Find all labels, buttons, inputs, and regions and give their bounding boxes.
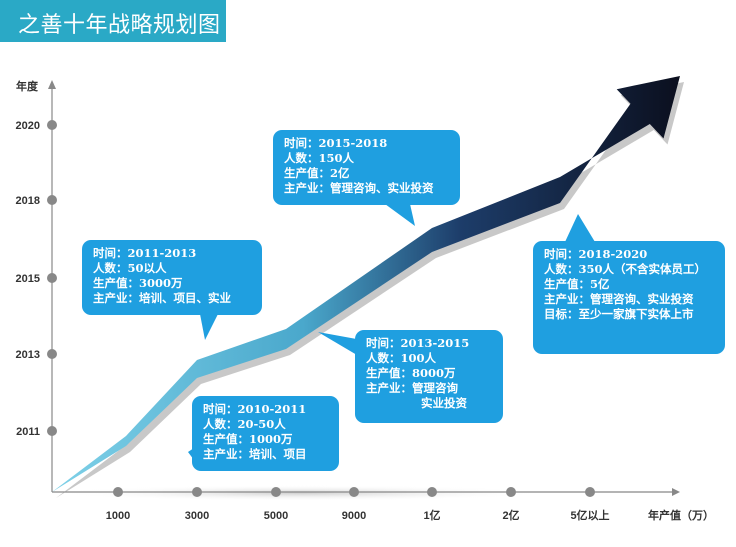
callout-text-line: 实业投资	[421, 396, 467, 410]
callout-background	[82, 240, 262, 315]
y-axis-arrowhead	[48, 80, 56, 89]
y-axis-title: 年度	[16, 79, 39, 93]
callout-text-line: 时间：2010-2011	[203, 402, 306, 416]
x-tick-label: 9000	[342, 510, 366, 522]
callout-text-line: 目标：至少一家旗下实体上市	[544, 307, 694, 321]
callout-background	[533, 241, 725, 354]
x-tick-label: 1亿	[423, 508, 440, 522]
y-tick-dot	[47, 273, 57, 283]
x-tick-dot	[349, 487, 359, 497]
x-tick-dot	[506, 487, 516, 497]
x-tick-dot	[271, 487, 281, 497]
callout-text-line: 主产业：培训、项目、实业	[93, 291, 231, 305]
page-title: 之善十年战略规划图	[18, 13, 221, 38]
callout-box: 时间：2018-2020人数：350人（不含实体员工）生产值：5亿主产业：管理咨…	[533, 214, 725, 354]
callout-text-line: 主产业：管理咨询、实业投资	[284, 181, 434, 195]
callout-text-line: 时间：2013-2015	[366, 336, 469, 350]
callout-text-line: 人数：50以人	[93, 261, 167, 275]
callout-text-line: 人数：150人	[284, 151, 355, 165]
y-tick-label: 2018	[16, 195, 40, 207]
callout-pointer	[385, 204, 415, 226]
y-tick-dot	[47, 349, 57, 359]
callout-background	[192, 396, 339, 471]
x-axis-arrowhead	[672, 488, 680, 496]
callout-text-line: 主产业：培训、项目	[203, 447, 307, 461]
y-tick-label: 2013	[16, 349, 40, 361]
floor-shadow	[50, 485, 550, 501]
y-tick-label: 2011	[16, 426, 40, 438]
callout-text-line: 生产值：2亿	[284, 166, 350, 180]
y-tick-label: 2015	[16, 273, 40, 285]
callout-pointer	[200, 314, 218, 340]
callout-text-line: 生产值：5亿	[544, 277, 610, 291]
callout-text-line: 主产业：管理咨询	[366, 381, 458, 395]
x-tick-dot	[192, 487, 202, 497]
x-tick-label: 5000	[264, 510, 288, 522]
x-tick-label: 1000	[106, 510, 130, 522]
callout-background	[355, 330, 503, 423]
x-tick-dot	[427, 487, 437, 497]
y-tick-dot	[47, 120, 57, 130]
x-tick-dot	[585, 487, 595, 497]
x-tick-dot	[113, 487, 123, 497]
x-tick-label: 3000	[185, 510, 209, 522]
callout-pointer	[318, 332, 362, 358]
x-tick-label: 2亿	[502, 508, 519, 522]
callout-text-line: 人数：100人	[366, 351, 437, 365]
trend-arrow	[52, 76, 680, 492]
callout-text-line: 主产业：管理咨询、实业投资	[544, 292, 694, 306]
callout-text-line: 生产值：3000万	[93, 276, 183, 290]
y-tick-label: 2020	[16, 120, 40, 132]
callout-text-line: 生产值：8000万	[366, 366, 456, 380]
title-bar: 之善十年战略规划图	[0, 0, 226, 42]
callout-text-line: 人数：350人（不含实体员工）	[544, 262, 706, 276]
y-tick-dot	[47, 195, 57, 205]
callout-text-line: 人数：20-50人	[203, 417, 286, 431]
callout-pointer	[565, 214, 595, 242]
x-tick-label: 5亿以上	[570, 508, 609, 522]
callout-text-line: 时间：2011-2013	[93, 246, 196, 260]
y-tick-dot	[47, 426, 57, 436]
callout-text-line: 时间：2018-2020	[544, 247, 647, 261]
callout-text-line: 时间：2015-2018	[284, 136, 387, 150]
callout-background	[273, 130, 460, 205]
callout-text-line: 生产值：1000万	[203, 432, 293, 446]
x-axis-title: 年产值（万）	[648, 508, 714, 522]
